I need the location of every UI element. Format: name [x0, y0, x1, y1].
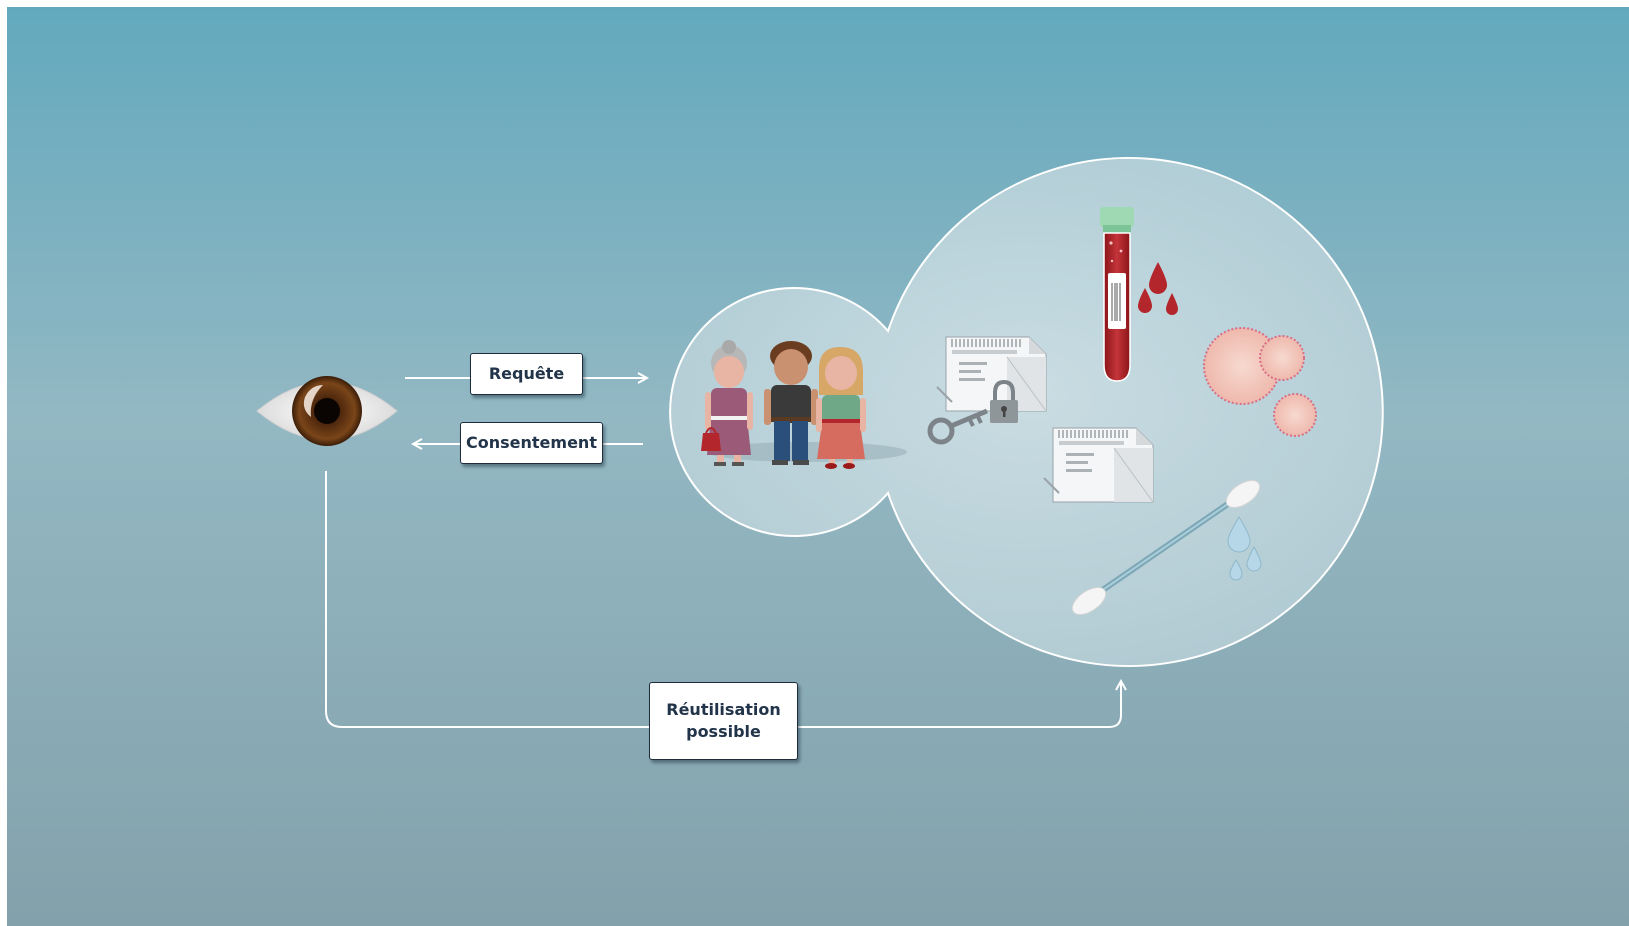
woman-figure — [816, 347, 866, 469]
request-label: Requête — [470, 353, 583, 395]
cells-icon — [1203, 327, 1317, 437]
reuse-label-line1: Réutilisation — [666, 700, 781, 719]
reuse-label-line2: possible — [686, 722, 761, 741]
reuse-label: Réutilisation possible — [649, 682, 798, 760]
padlock-icon — [990, 379, 1018, 423]
document-icon-2 — [1043, 427, 1154, 503]
grandmother-figure — [701, 340, 753, 466]
document-icon — [936, 336, 1047, 412]
blood-tube-icon — [1100, 207, 1134, 382]
request-label-text: Requête — [488, 364, 565, 383]
data-bubble — [669, 157, 1384, 667]
blood-drops-icon — [1138, 262, 1178, 315]
water-drops-icon — [1227, 516, 1262, 581]
family-icon — [701, 340, 907, 469]
cotton-swab-icon — [1071, 480, 1261, 615]
key-icon — [927, 408, 988, 445]
consent-label-text: Consentement — [466, 433, 597, 452]
diagram-canvas: Requête Consentement Réutilisation possi… — [7, 7, 1629, 926]
consent-label: Consentement — [460, 422, 603, 464]
eye-icon — [256, 376, 398, 446]
